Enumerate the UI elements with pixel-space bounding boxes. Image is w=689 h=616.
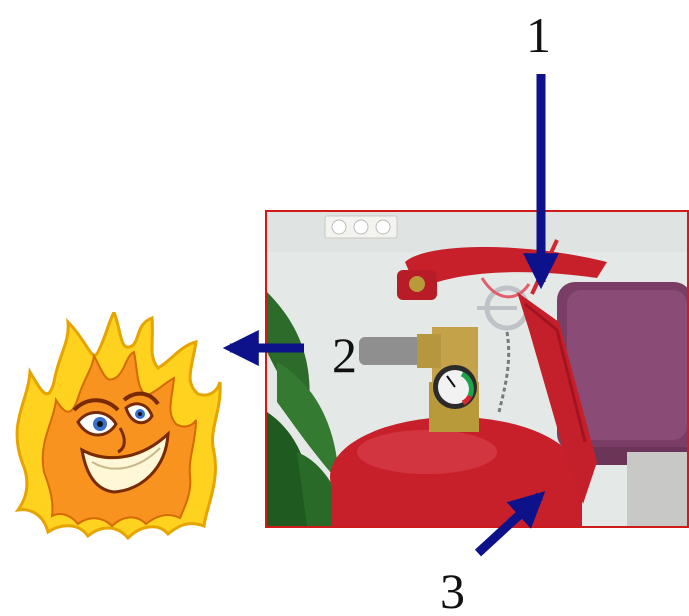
flame-face-icon	[8, 312, 222, 542]
callout-number-3: 3	[440, 566, 465, 616]
callout-number-1: 1	[526, 10, 551, 60]
fire-extinguisher-photo	[265, 210, 689, 528]
callout-number-2: 2	[332, 330, 357, 380]
